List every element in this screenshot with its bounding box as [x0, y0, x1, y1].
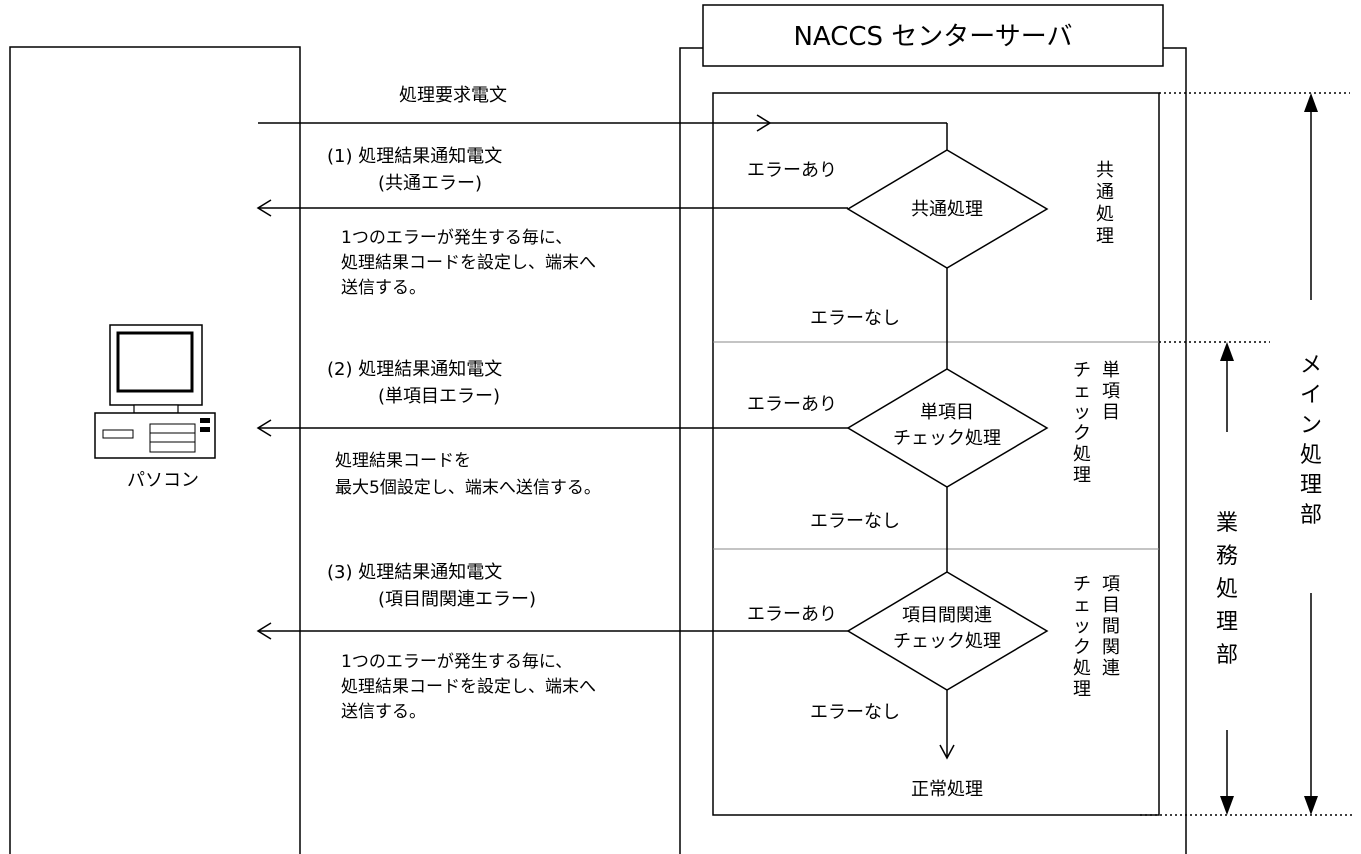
branch-2-arrowhead [256, 419, 272, 437]
flow-arrowhead [939, 744, 955, 760]
vertical-char: 理 [1073, 679, 1091, 700]
branch-3-message-line1: (3) 処理結果通知電文 [327, 562, 502, 583]
branch-1-note-2: 処理結果コードを設定し、端末へ [341, 253, 596, 273]
branch-3-error-yes: エラーあり [747, 604, 837, 625]
vertical-char: 務 [1216, 544, 1238, 569]
branch-2-side-label: 単項目チェック処理 [1073, 360, 1120, 486]
server-title: NACCS センターサーバ [793, 22, 1072, 52]
branch-3-message-line2: (項目間関連エラー) [378, 589, 536, 610]
branch-2-decision [846, 368, 1049, 488]
branch-3-error-no: エラーなし [810, 702, 900, 723]
main-processing-box [712, 92, 1160, 816]
vertical-char: 理 [1216, 610, 1238, 635]
vertical-char: ッ [1073, 616, 1091, 637]
branch-single-item: (2) 処理結果通知電文 (単項目エラー) 処理結果コードを 最大5個設定し、端… [256, 359, 1120, 532]
request-label: 処理要求電文 [399, 85, 507, 106]
branch-1-arrowhead [256, 199, 272, 217]
branch-3-arrowhead [256, 622, 272, 640]
branch-3-note-1: 1つのエラーが発生する毎に、 [341, 652, 572, 672]
business-range-indicator: 業務処理部 [1216, 342, 1238, 815]
vertical-char: 理 [1096, 226, 1114, 247]
vertical-char: 通 [1096, 182, 1114, 203]
vertical-char: 項 [1102, 574, 1120, 595]
branch-2-decision-line1: 単項目 [920, 402, 974, 423]
branch-2-error-yes: エラーあり [747, 394, 837, 415]
branch-3-decision-line2: チェック処理 [893, 631, 1001, 652]
vertical-char: 連 [1102, 658, 1120, 679]
vertical-char: 間 [1102, 616, 1120, 637]
vertical-char: 処 [1073, 658, 1091, 679]
vertical-char: 理 [1073, 465, 1091, 486]
final-label: 正常処理 [911, 779, 983, 800]
branch-1-decision-label: 共通処理 [911, 199, 983, 220]
vertical-char: イ [1300, 383, 1322, 408]
vertical-char: 共 [1096, 160, 1114, 181]
branch-3-note-2: 処理結果コードを設定し、端末へ [341, 677, 596, 697]
branch-2-error-no: エラーなし [810, 511, 900, 532]
vertical-char: 業 [1216, 511, 1238, 536]
vertical-char: 目 [1102, 402, 1120, 423]
branch-2-decision-line2: チェック処理 [893, 428, 1001, 449]
business-range-down-arrowhead [1220, 796, 1234, 815]
vertical-char: チ [1073, 360, 1091, 381]
vertical-char: ク [1073, 423, 1091, 444]
branch-cross-item: (3) 処理結果通知電文 (項目間関連エラー) 1つのエラーが発生する毎に、 処… [256, 562, 1120, 723]
vertical-char: ッ [1073, 402, 1091, 423]
branch-common: (1) 処理結果通知電文 (共通エラー) 1つのエラーが発生する毎に、 処理結果… [256, 146, 1114, 329]
vertical-char: チ [1073, 574, 1091, 595]
vertical-char: 項 [1102, 381, 1120, 402]
branch-3-side-label: 項目間関連 チェック処理 [1073, 574, 1120, 700]
branch-1-error-yes: エラーあり [747, 160, 837, 181]
branch-3-decision-line1: 項目間関連 [902, 605, 992, 626]
branch-2-note-1: 処理結果コードを [335, 451, 471, 471]
personal-computer-icon [94, 324, 216, 459]
branch-2-note-2: 最大5個設定し、端末へ送信する。 [335, 478, 601, 498]
branch-1-note-3: 送信する。 [341, 278, 426, 298]
main-range-up-arrowhead [1304, 93, 1318, 112]
vertical-char: 関 [1102, 637, 1120, 658]
main-range-down-arrowhead [1304, 796, 1318, 815]
vertical-char: メ [1300, 353, 1322, 378]
branch-2-message-line1: (2) 処理結果通知電文 [327, 359, 502, 380]
vertical-char: ク [1073, 637, 1091, 658]
branch-3-decision [846, 571, 1049, 691]
vertical-char: 部 [1216, 643, 1238, 668]
server-title-box [702, 4, 1164, 67]
branch-3-note-3: 送信する。 [341, 702, 426, 722]
branch-1-note-1: 1つのエラーが発生する毎に、 [341, 228, 572, 248]
vertical-char: ン [1300, 413, 1322, 438]
vertical-char: 単 [1102, 360, 1120, 381]
vertical-char: 処 [1073, 444, 1091, 465]
main-range-label: メイン処理部 [1300, 353, 1322, 528]
vertical-char: 部 [1300, 503, 1322, 528]
server-frame [679, 47, 1187, 854]
main-range-indicator: メイン処理部 [1300, 93, 1322, 815]
vertical-char: 理 [1300, 473, 1322, 498]
branch-1-message-line1: (1) 処理結果通知電文 [327, 146, 502, 167]
branch-2-message-line2: (単項目エラー) [378, 386, 500, 407]
pc-label: パソコン [127, 470, 199, 491]
pc-frame [9, 46, 301, 854]
vertical-char: 処 [1300, 443, 1322, 468]
business-range-up-arrowhead [1220, 342, 1234, 361]
business-range-label: 業務処理部 [1216, 511, 1238, 668]
branch-1-error-no: エラーなし [810, 308, 900, 329]
vertical-char: 処 [1096, 204, 1114, 225]
branch-1-side-label: 共通処理 [1096, 160, 1114, 247]
vertical-char: 目 [1102, 595, 1120, 616]
vertical-char: ェ [1073, 381, 1091, 402]
branch-1-message-line2: (共通エラー) [378, 173, 482, 194]
vertical-char: 処 [1216, 577, 1238, 602]
vertical-char: ェ [1073, 595, 1091, 616]
branch-1-decision [846, 149, 1049, 269]
